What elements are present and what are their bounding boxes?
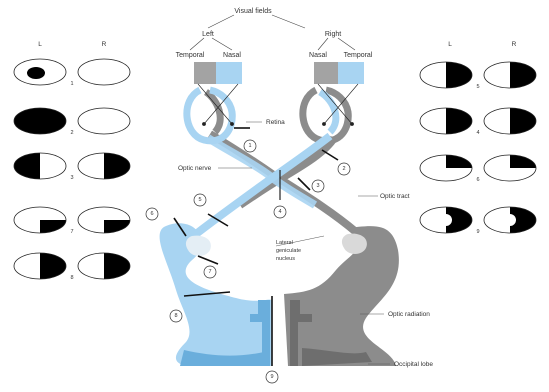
field-defect-panel-7: 7: [14, 207, 134, 236]
lgn-label-line-3: nucleus: [276, 256, 295, 262]
left-eye-field: [14, 59, 66, 85]
left-eye-field: [10, 105, 70, 137]
field-defect-panel-5: 5: [420, 59, 540, 91]
right-eye-field: [78, 207, 134, 236]
field-defect-number: 5: [476, 84, 479, 90]
left-eye-field: [14, 207, 70, 236]
field-defect-number: 9: [476, 229, 479, 235]
left-eye-field: [14, 250, 70, 282]
left-temporal-label: Temporal: [176, 52, 205, 59]
right-eye-field: [484, 152, 540, 181]
eye-column-label-right: R: [512, 41, 517, 48]
right-eye-field: [484, 59, 540, 91]
lesion-number-9: 9: [266, 371, 278, 383]
eye-column-label-left: L: [38, 41, 42, 48]
field-bars: [194, 62, 364, 84]
field-defect-number: 4: [476, 130, 479, 136]
visual-fields-header: Visual fields Left Right Temporal Nasal …: [176, 8, 373, 59]
svg-text:7: 7: [208, 269, 211, 275]
svg-text:2: 2: [342, 166, 345, 172]
field-defect-number: 1: [70, 81, 73, 87]
left-eye-field: [420, 105, 476, 137]
right-temporal-label: Temporal: [344, 52, 373, 59]
field-defect-panel-8: 8: [14, 250, 134, 282]
lesion-number-3: 3: [312, 180, 324, 192]
optic-radiation-label: Optic radiation: [388, 311, 430, 318]
field-defect-number: 8: [70, 275, 73, 281]
field-defect-panel-9: 9: [420, 204, 540, 236]
svg-text:5: 5: [198, 197, 201, 203]
right-eye-field: [484, 105, 540, 137]
field-defect-panel-3: 3: [10, 150, 134, 182]
field-defect-number: 6: [476, 177, 479, 183]
field-defect-panel-6: 6: [420, 152, 540, 183]
right-side-label: Right: [325, 31, 341, 38]
left-eye-field: [10, 150, 66, 182]
field-defect-number: 3: [70, 175, 73, 181]
field-defect-panel-1: 1: [14, 59, 130, 87]
lesion-number-8: 8: [170, 310, 182, 322]
right-nasal-label: Nasal: [309, 52, 327, 59]
lesion-number-7: 7: [204, 266, 216, 278]
svg-text:1: 1: [248, 143, 251, 149]
lesion-number-5: 5: [194, 194, 206, 206]
svg-text:9: 9: [270, 374, 273, 380]
svg-text:3: 3: [316, 183, 319, 189]
optic-tract-label: Optic tract: [380, 193, 410, 200]
eye-column-label-right: R: [102, 41, 107, 48]
right-eye-field: [78, 150, 134, 182]
visual-fields-title: Visual fields: [234, 8, 272, 15]
right-eye-field: [78, 108, 130, 134]
field-defect-number: 2: [70, 130, 73, 136]
svg-text:4: 4: [278, 209, 281, 215]
lesion-number-2: 2: [338, 163, 350, 175]
left-eye-field: [420, 204, 476, 236]
left-side-label: Left: [202, 31, 214, 38]
lgn-label-line-1: Lateral: [276, 240, 293, 246]
svg-text:8: 8: [174, 313, 177, 319]
field-defect-panel-4: 4: [420, 105, 540, 137]
svg-text:6: 6: [150, 211, 153, 217]
left-eye-field: [420, 152, 476, 181]
lesion-number-1: 1: [244, 140, 256, 152]
left-eye-field: [420, 59, 476, 91]
left-nasal-label: Nasal: [223, 52, 241, 59]
retina-label: Retina: [266, 119, 285, 126]
lesion-number-4: 4: [274, 206, 286, 218]
right-eye-field: [78, 250, 134, 282]
eye-column-label-left: L: [448, 41, 452, 48]
visual-field-defect-panels: L R L R 1 2 3 4 5 6 7 8 9: [10, 41, 540, 282]
optic-nerve-label: Optic nerve: [178, 165, 212, 172]
field-defect-panel-2: 2: [10, 105, 130, 137]
field-defect-number: 7: [70, 229, 73, 235]
lgn-label-line-2: geniculate: [276, 248, 301, 254]
occipital-lobe-label: Occipital lobe: [394, 361, 433, 368]
lesion-number-6: 6: [146, 208, 158, 220]
right-eye-field: [484, 204, 540, 236]
right-eye-field: [78, 59, 130, 85]
